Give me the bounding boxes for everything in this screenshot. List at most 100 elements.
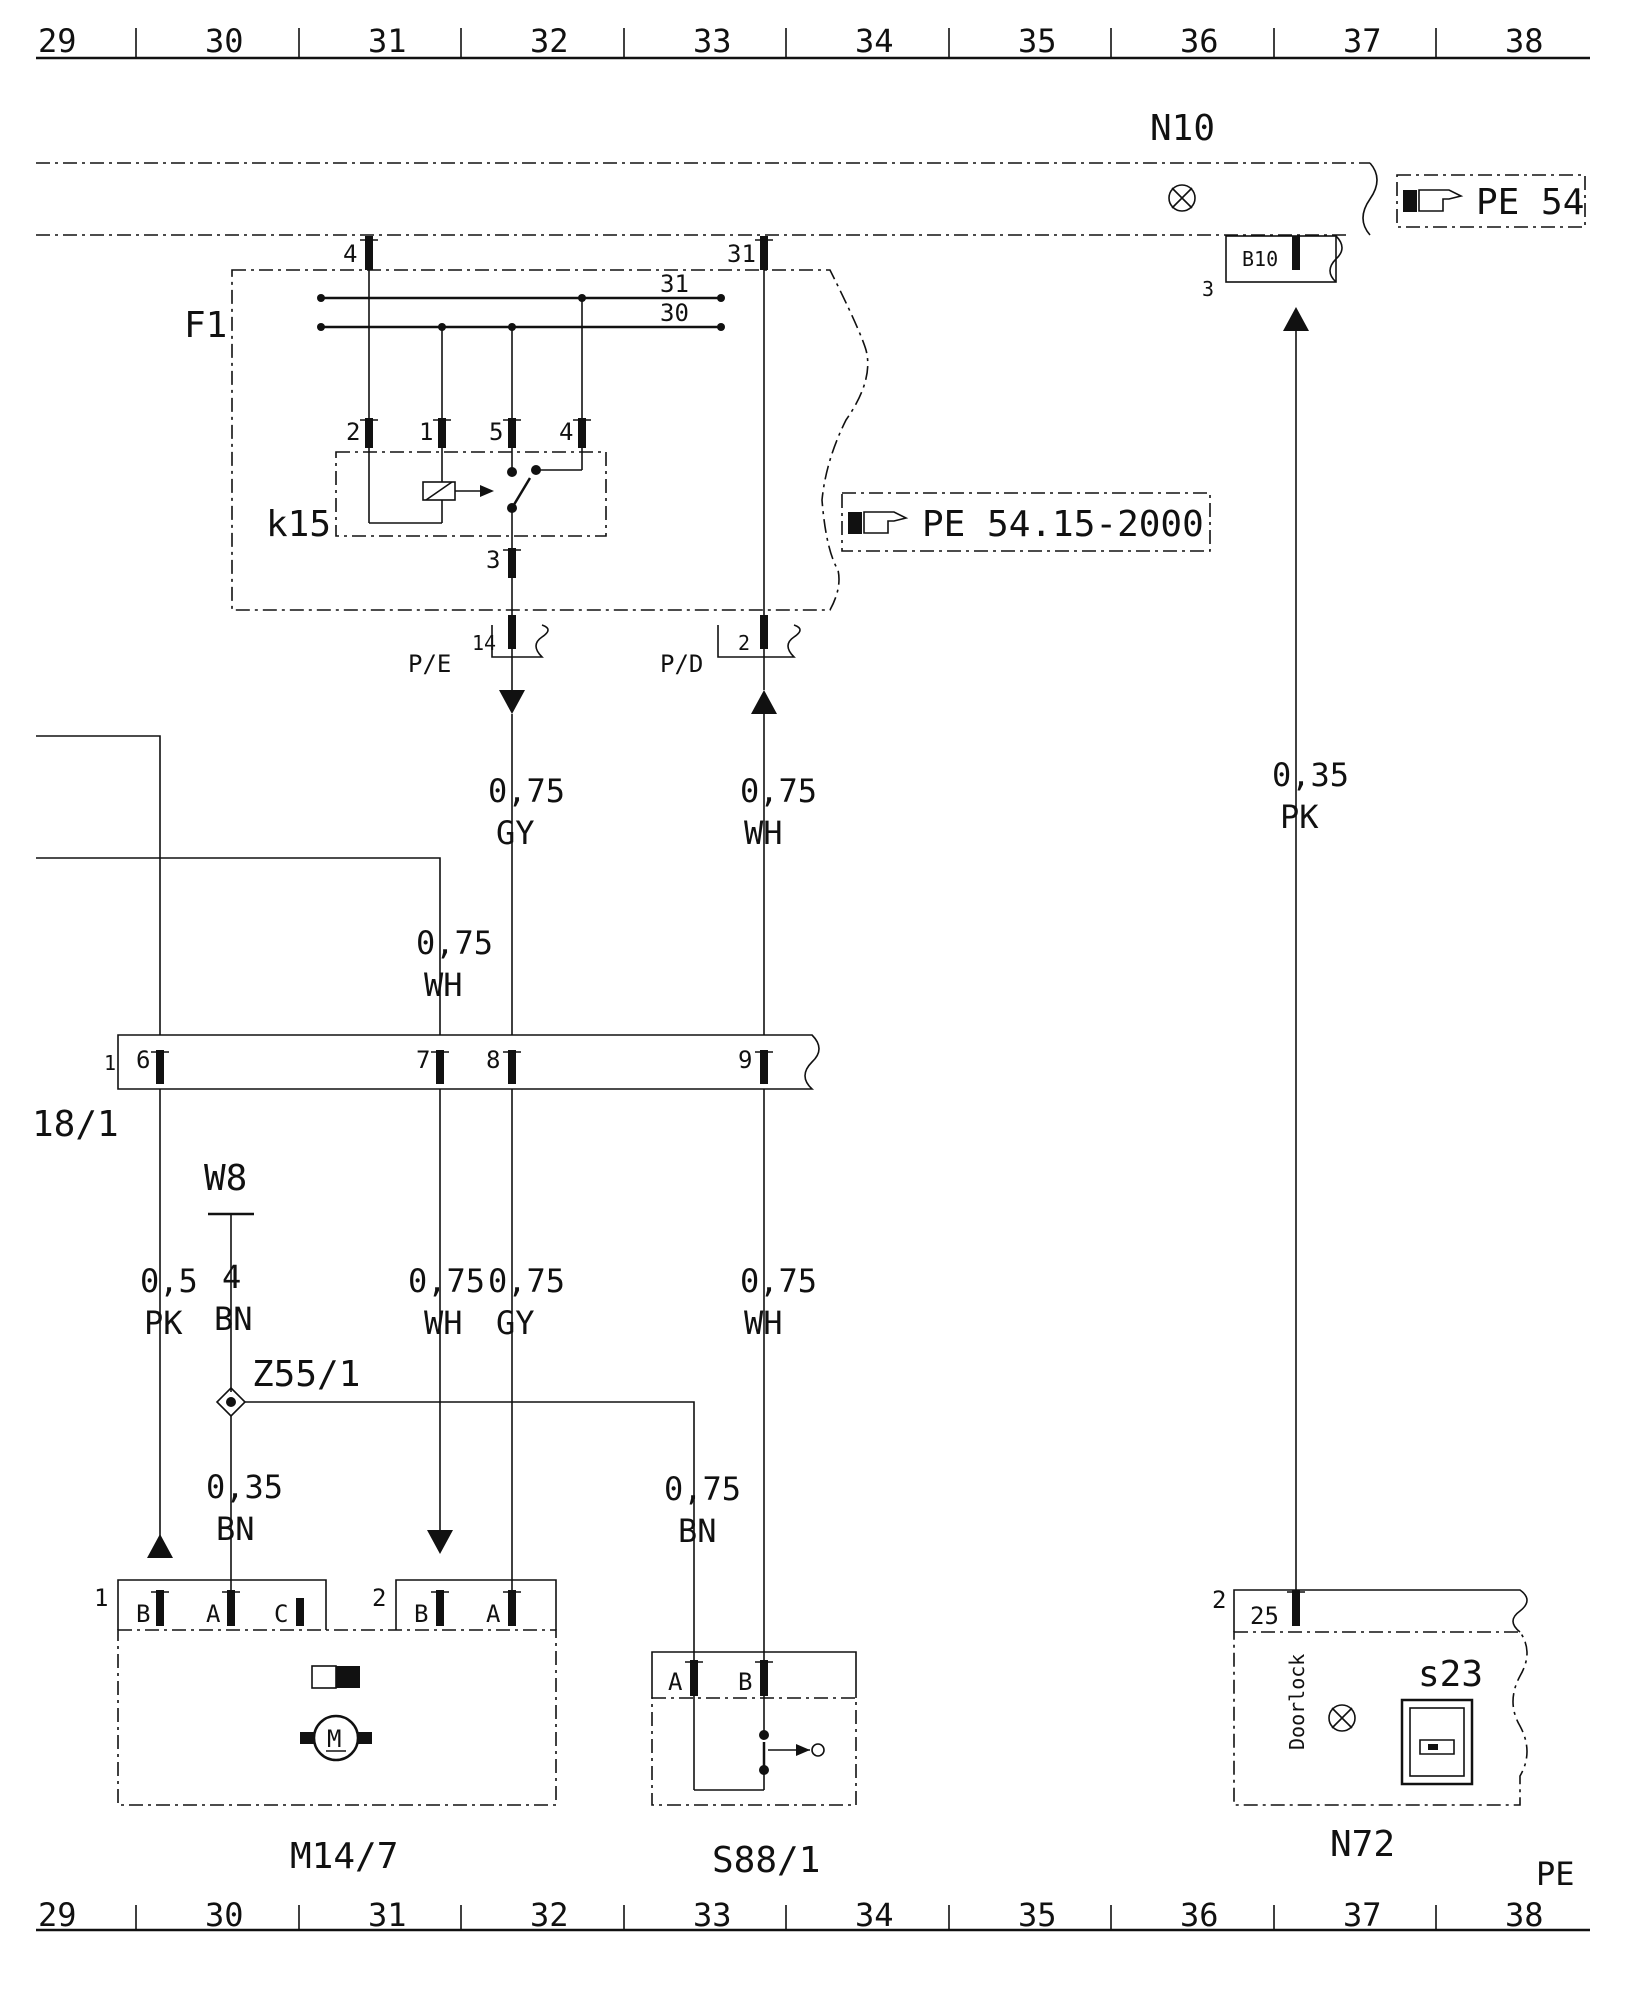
wire-size-label: 0,75 — [664, 1470, 741, 1508]
pin-label: 4 — [559, 418, 573, 446]
n72-module: 2 25 Doorlock s23 N72 — [1212, 1586, 1528, 1865]
f1-ref-text: PE 54.15-2000 — [922, 504, 1204, 545]
n10-label: N10 — [1150, 108, 1215, 149]
pin-label: 25 — [1250, 1602, 1279, 1630]
pointing-hand-icon — [848, 511, 909, 534]
m14-7-motor: 1 2 B A C B A M M14/7 — [94, 1579, 557, 1877]
wire-size-label: 0,35 — [206, 1468, 283, 1506]
top-grid-bar: 29 30 31 32 33 34 35 36 37 38 — [36, 22, 1590, 60]
grid-col-top: 32 — [530, 22, 569, 60]
grid-col-bottom: 29 — [38, 1896, 77, 1934]
motor-symbol: M — [327, 1725, 341, 1753]
pin-label: 1 — [419, 418, 433, 446]
pin-label: 5 — [489, 418, 503, 446]
direction-arrow-down — [427, 1530, 453, 1554]
pin-label: 6 — [136, 1046, 150, 1074]
wire-color-label: BN — [216, 1510, 255, 1548]
pin-label: 3 — [1202, 277, 1214, 301]
wire-size-label: 0,5 — [140, 1262, 198, 1300]
pin-label: 2 — [738, 631, 750, 655]
wire-size-label: 0,75 — [740, 772, 817, 810]
direction-arrow-up — [147, 1534, 173, 1558]
n10-reference: PE 54 — [1396, 174, 1586, 228]
pin-label: A — [206, 1600, 221, 1628]
bottom-grid-bar: 29 30 31 32 33 34 35 36 37 38 — [36, 1896, 1590, 1934]
pin-label: 4 — [343, 240, 357, 268]
wire-size-label: 4 — [222, 1258, 241, 1296]
wire-color-label: PK — [144, 1304, 183, 1342]
wire-size-label: 0,75 — [408, 1262, 485, 1300]
direction-arrow-down — [499, 690, 525, 714]
connector-pin — [1292, 236, 1300, 270]
grid-col-bottom: 35 — [1018, 1896, 1057, 1934]
m14-7-label: M14/7 — [290, 1836, 398, 1877]
grid-col-bottom: 36 — [1180, 1896, 1219, 1934]
n10-ref-text: PE 54 — [1476, 182, 1584, 223]
pd-connector: P/D 2 — [660, 615, 801, 714]
k15-label: k15 — [266, 504, 331, 545]
grid-col-bottom: 30 — [205, 1896, 244, 1934]
wire-size-label: 0,75 — [488, 772, 565, 810]
grid-col-bottom: 31 — [368, 1896, 407, 1934]
grid-col-top: 33 — [693, 22, 732, 60]
pin-label: A — [486, 1600, 501, 1628]
wire-size-label: 0,75 — [740, 1262, 817, 1300]
grid-col-top: 37 — [1343, 22, 1382, 60]
connector-18-1: 1 18/1 6 7 8 9 — [32, 1034, 820, 1145]
grid-col-top: 38 — [1505, 22, 1544, 60]
wire-color-label: BN — [678, 1512, 717, 1550]
pin-label: 1 — [104, 1051, 116, 1075]
wire-color-label: GY — [496, 1304, 535, 1342]
connector-18-1-label: 18/1 — [32, 1104, 119, 1145]
pin-label: 8 — [486, 1046, 500, 1074]
pin-label: B — [738, 1668, 752, 1696]
pin-label: C — [274, 1600, 288, 1628]
pd-label: P/D — [660, 650, 703, 678]
f1-label: F1 — [184, 305, 227, 346]
pin-label: B10 — [1242, 247, 1278, 271]
pe-connector: P/E 14 — [408, 615, 549, 714]
grid-col-bottom: 33 — [693, 1896, 732, 1934]
wire-size-label: 0,75 — [488, 1262, 565, 1300]
n10-module: N10 PE 54 4 31 B10 3 — [36, 108, 1586, 301]
wire-color-label: WH — [424, 966, 463, 1004]
pin-label: 3 — [486, 546, 500, 574]
pin-label: 14 — [472, 631, 496, 655]
pin-label: 7 — [416, 1046, 430, 1074]
connector-pin — [365, 236, 373, 270]
z55-1-splice: Z55/1 0,35 BN 0,75 BN — [206, 1354, 741, 1665]
grid-col-top: 34 — [855, 22, 894, 60]
motor-icon: M — [300, 1714, 372, 1762]
grid-col-bottom: 34 — [855, 1896, 894, 1934]
w8-ground: W8 4 BN — [204, 1158, 254, 1392]
door-lock-switch-icon — [1400, 1698, 1474, 1786]
pointing-hand-icon — [1403, 189, 1464, 212]
wire-color-label: BN — [214, 1300, 253, 1338]
pin-label: 2 — [372, 1584, 386, 1612]
wire-size-label: 0,35 — [1272, 756, 1349, 794]
grid-col-bottom: 37 — [1343, 1896, 1382, 1934]
pin-label: 2 — [1212, 1586, 1226, 1614]
bus-label-31: 31 — [660, 270, 689, 298]
grid-col-top: 30 — [205, 22, 244, 60]
s23-label: s23 — [1418, 1654, 1483, 1695]
grid-col-top: 36 — [1180, 22, 1219, 60]
doorlock-label: Doorlock — [1285, 1654, 1309, 1750]
wire-color-label: GY — [496, 814, 535, 852]
grid-col-bottom: 32 — [530, 1896, 569, 1934]
grid-col-top: 31 — [368, 22, 407, 60]
pin-label: B — [136, 1600, 150, 1628]
pin-label: 2 — [346, 418, 360, 446]
grid-col-top: 35 — [1018, 22, 1057, 60]
s88-1-label: S88/1 — [712, 1840, 820, 1881]
f1-box: F1 31 30 k15 2 1 5 4 — [184, 269, 1211, 611]
pin-label: B — [414, 1600, 428, 1628]
pin-label: 31 — [727, 240, 756, 268]
relay-contact-icon — [507, 448, 583, 548]
wire-color-label: WH — [744, 1304, 783, 1342]
control-unit-icon — [1328, 1704, 1356, 1732]
pin-label: A — [668, 1668, 683, 1696]
bus-label-30: 30 — [660, 299, 689, 327]
n72-label: N72 — [1330, 1824, 1395, 1865]
